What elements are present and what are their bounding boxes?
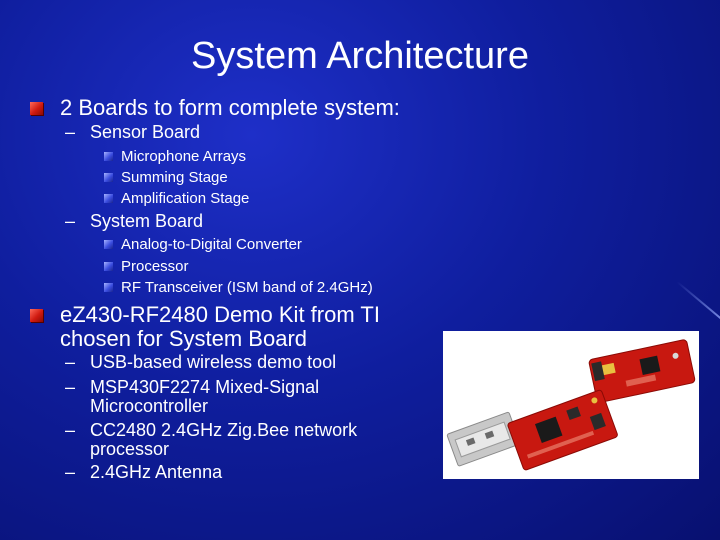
item-rf-transceiver: RF Transceiver (ISM band of 2.4GHz) [104, 277, 373, 298]
item-microphone-arrays: Microphone Arrays [104, 146, 247, 167]
item-amplification-stage: Amplification Stage [104, 188, 250, 209]
sub-bullet-usb-tool: – USB-based wireless demo tool [65, 352, 337, 372]
dash-bullet: – [65, 122, 76, 142]
item-text: Summing Stage [121, 169, 228, 186]
item-text: Microphone Arrays [121, 148, 247, 165]
demo-kit-illustration [446, 339, 696, 471]
item-processor: Processor [104, 256, 189, 277]
item-adc: Analog-to-Digital Converter [104, 234, 302, 255]
sub-bullet-text: System Board [90, 211, 204, 231]
item-summing-stage: Summing Stage [104, 167, 228, 188]
bullet-text-line1: eZ430-RF2480 Demo Kit from TI [60, 302, 380, 327]
usb-board [507, 389, 618, 471]
item-text: Processor [121, 258, 189, 275]
sub-bullet-system-board: – System Board [65, 211, 204, 231]
decorative-streak [676, 280, 720, 322]
sub-bullet-antenna: – 2.4GHz Antenna [65, 462, 223, 482]
bullet-text: 2 Boards to form complete system: [60, 95, 400, 120]
small-square-bullet-icon [104, 283, 113, 292]
dash-bullet: – [65, 211, 76, 231]
sub-bullet-text-line1: MSP430F2274 Mixed-Signal [90, 377, 320, 397]
small-square-bullet-icon [104, 262, 113, 271]
bullet-boards: 2 Boards to form complete system: [30, 95, 400, 120]
demo-kit-photo [443, 331, 699, 479]
sub-bullet-cc2480: – CC2480 2.4GHz Zig.Bee network processo… [65, 420, 358, 459]
slide-title: System Architecture [191, 35, 529, 77]
dash-bullet: – [65, 377, 76, 397]
item-text: Amplification Stage [121, 190, 250, 207]
item-text: Analog-to-Digital Converter [121, 236, 302, 253]
sub-bullet-text-line2: processor [90, 439, 170, 459]
sub-bullet-sensor-board: – Sensor Board [65, 122, 201, 142]
sub-bullet-msp430: – MSP430F2274 Mixed-Signal Microcontroll… [65, 377, 320, 416]
sub-bullet-text: USB-based wireless demo tool [90, 352, 337, 372]
sub-bullet-text: 2.4GHz Antenna [90, 462, 223, 482]
small-square-bullet-icon [104, 240, 113, 249]
target-board [588, 339, 696, 403]
sub-bullet-text: Sensor Board [90, 122, 201, 142]
item-text: RF Transceiver (ISM band of 2.4GHz) [121, 279, 373, 296]
small-square-bullet-icon [104, 194, 113, 203]
sub-bullet-text-line2: Microcontroller [90, 396, 209, 416]
square-bullet-icon [30, 102, 43, 115]
bullet-text-line2: chosen for System Board [60, 326, 308, 351]
bullet-demo-kit: eZ430-RF2480 Demo Kit from TI chosen for… [30, 302, 380, 351]
square-bullet-icon [30, 309, 43, 322]
usb-plug [446, 411, 521, 467]
dash-bullet: – [65, 352, 76, 372]
dash-bullet: – [65, 462, 76, 482]
dash-bullet: – [65, 420, 76, 440]
sub-bullet-text-line1: CC2480 2.4GHz Zig.Bee network [90, 420, 358, 440]
small-square-bullet-icon [104, 152, 113, 161]
small-square-bullet-icon [104, 173, 113, 182]
